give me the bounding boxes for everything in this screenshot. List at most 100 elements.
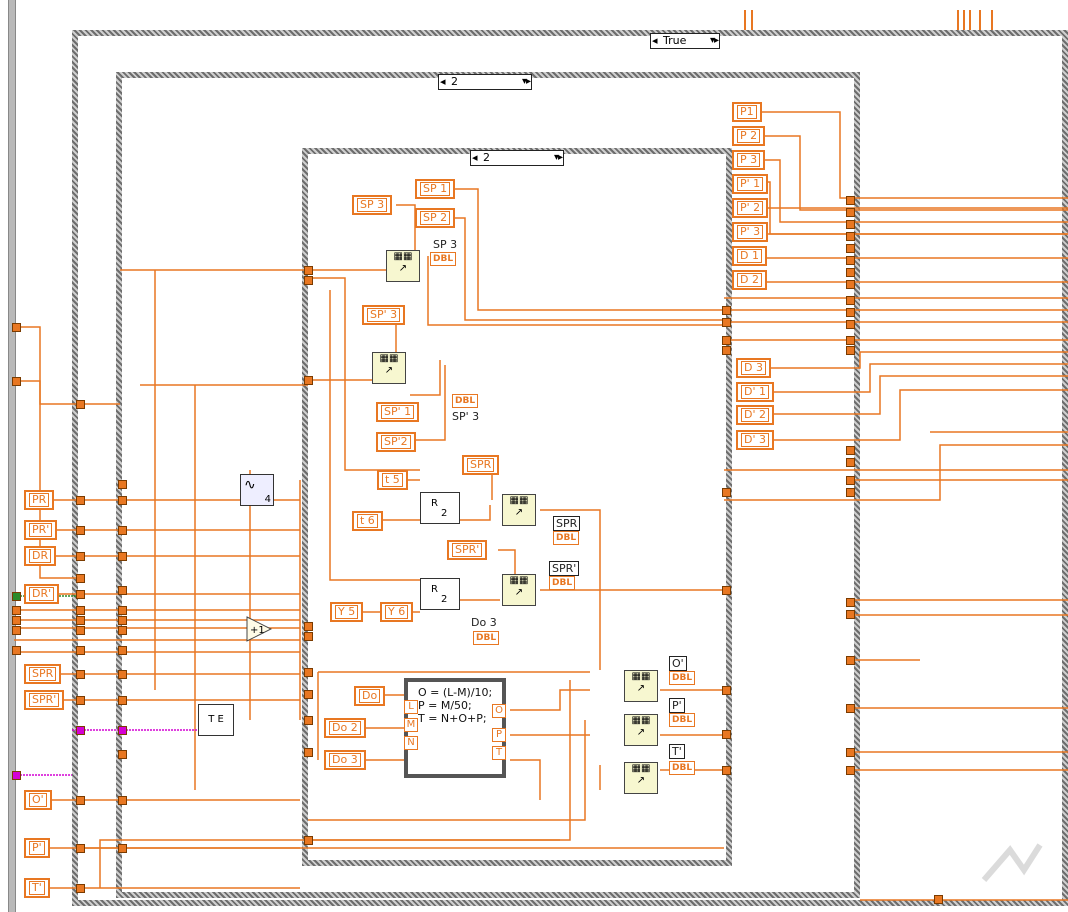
grid-icon: ▦▦ (625, 671, 657, 683)
control-y5[interactable]: Y 5 (330, 602, 363, 622)
dbl-indicator[interactable]: DBL (553, 531, 579, 545)
control-p-prime[interactable]: P' (24, 838, 50, 858)
control-d-prime-3[interactable]: D' 3 (736, 430, 774, 450)
dbl-indicator[interactable]: DBL (549, 576, 575, 590)
tunnel (118, 480, 127, 489)
dbl-indicator[interactable]: DBL (669, 713, 695, 727)
control-label: Do 2 (329, 721, 361, 735)
control-y6[interactable]: Y 6 (380, 602, 413, 622)
control-sp-prime-1[interactable]: SP' 1 (376, 402, 419, 422)
tunnel (76, 606, 85, 615)
control-spr-prime[interactable]: SPR' (24, 690, 64, 710)
control-label: D' 3 (741, 433, 769, 447)
waveform-node[interactable]: ∿ 4 (240, 474, 274, 506)
control-sp-prime-3[interactable]: SP' 3 (362, 305, 405, 325)
node-sub-label: 2 (441, 594, 447, 605)
te-node[interactable]: T E (198, 704, 234, 736)
control-dr[interactable]: DR (24, 546, 56, 566)
formula-input-n[interactable]: N (404, 736, 418, 750)
control-label: D 3 (741, 361, 766, 375)
tunnel (846, 208, 855, 217)
tunnel (304, 622, 313, 631)
build-array-node[interactable]: ▦▦↗ (502, 494, 536, 526)
control-label: Do 3 (329, 753, 361, 767)
node-label: R (431, 498, 438, 509)
tunnel (934, 895, 943, 904)
tunnel (118, 526, 127, 535)
node-label: T E (208, 714, 224, 725)
control-p3[interactable]: P 3 (732, 150, 765, 170)
control-p1[interactable]: P1 (732, 102, 762, 122)
control-do[interactable]: Do (354, 686, 385, 706)
control-sp-prime-2[interactable]: SP'2 (376, 432, 416, 452)
control-label: DR (29, 549, 51, 563)
build-array-node[interactable]: ▦▦↗ (624, 670, 658, 702)
control-spr-prime-inner[interactable]: SPR' (447, 540, 487, 560)
control-d1[interactable]: D 1 (732, 246, 767, 266)
dbl-indicator[interactable]: DBL (669, 761, 695, 775)
tunnel (722, 318, 731, 327)
formula-output-t[interactable]: T (492, 746, 506, 760)
tunnel (846, 610, 855, 619)
control-label: D 1 (737, 249, 762, 263)
control-do3[interactable]: Do 3 (324, 750, 366, 770)
control-sp2[interactable]: SP 2 (415, 208, 455, 228)
control-do2[interactable]: Do 2 (324, 718, 366, 738)
formula-output-p[interactable]: P (492, 728, 506, 742)
tunnel (846, 656, 855, 665)
control-label: P 2 (737, 129, 760, 143)
grid-icon: ▦▦ (625, 715, 657, 727)
control-d-prime-2[interactable]: D' 2 (736, 405, 774, 425)
control-d3[interactable]: D 3 (736, 358, 771, 378)
build-array-node[interactable]: ▦▦↗ (386, 250, 420, 282)
control-d-prime-1[interactable]: D' 1 (736, 382, 774, 402)
control-t6[interactable]: t 6 (352, 511, 383, 531)
arrow-icon: ↗ (625, 683, 657, 695)
control-p-prime-2[interactable]: P' 2 (732, 198, 768, 218)
tunnel (304, 266, 313, 275)
control-p-prime-3[interactable]: P' 3 (732, 222, 768, 242)
increment-node[interactable]: +1 (246, 616, 272, 642)
tunnel (118, 586, 127, 595)
control-sp1[interactable]: SP 1 (415, 179, 455, 199)
control-d2[interactable]: D 2 (732, 270, 767, 290)
subvi-r-node[interactable]: R 2 (420, 578, 460, 610)
build-array-node[interactable]: ▦▦↗ (502, 574, 536, 606)
tunnel (722, 686, 731, 695)
dbl-indicator[interactable]: DBL (430, 252, 456, 266)
formula-input-l[interactable]: L (404, 700, 418, 714)
dbl-indicator[interactable]: DBL (452, 394, 478, 408)
tunnel (846, 476, 855, 485)
control-p-prime-1[interactable]: P' 1 (732, 174, 768, 194)
dbl-indicator[interactable]: DBL (473, 631, 499, 645)
control-spr[interactable]: SPR (24, 664, 61, 684)
build-array-node[interactable]: ▦▦↗ (624, 762, 658, 794)
tunnel (118, 606, 127, 615)
waveform-icon: ∿ (244, 477, 256, 493)
formula-input-m[interactable]: M (404, 718, 418, 732)
indicator-label-o-prime: O' (669, 656, 687, 671)
control-label: P' 2 (737, 201, 763, 215)
tunnel (76, 400, 85, 409)
tunnel (12, 771, 21, 780)
control-dr-prime[interactable]: DR' (24, 584, 59, 604)
control-pr[interactable]: PR (24, 490, 54, 510)
control-pr-prime[interactable]: PR' (24, 520, 57, 540)
control-spr-inner[interactable]: SPR (462, 455, 499, 475)
control-o-prime[interactable]: O' (24, 790, 52, 810)
tunnel (304, 632, 313, 641)
control-sp3[interactable]: SP 3 (352, 195, 392, 215)
control-t-prime[interactable]: T' (24, 878, 50, 898)
build-array-node[interactable]: ▦▦↗ (372, 352, 406, 384)
control-p2[interactable]: P 2 (732, 126, 765, 146)
subvi-r-node[interactable]: R 2 (420, 492, 460, 524)
build-array-node[interactable]: ▦▦↗ (624, 714, 658, 746)
dbl-indicator[interactable]: DBL (669, 671, 695, 685)
control-t5[interactable]: t 5 (377, 470, 408, 490)
formula-output-o[interactable]: O (492, 704, 506, 718)
tunnel (846, 598, 855, 607)
tunnel (76, 670, 85, 679)
formula-node[interactable]: O = (L-M)/10; P = M/50; T = N+O+P; (404, 678, 506, 778)
control-label: SP 2 (420, 211, 450, 225)
